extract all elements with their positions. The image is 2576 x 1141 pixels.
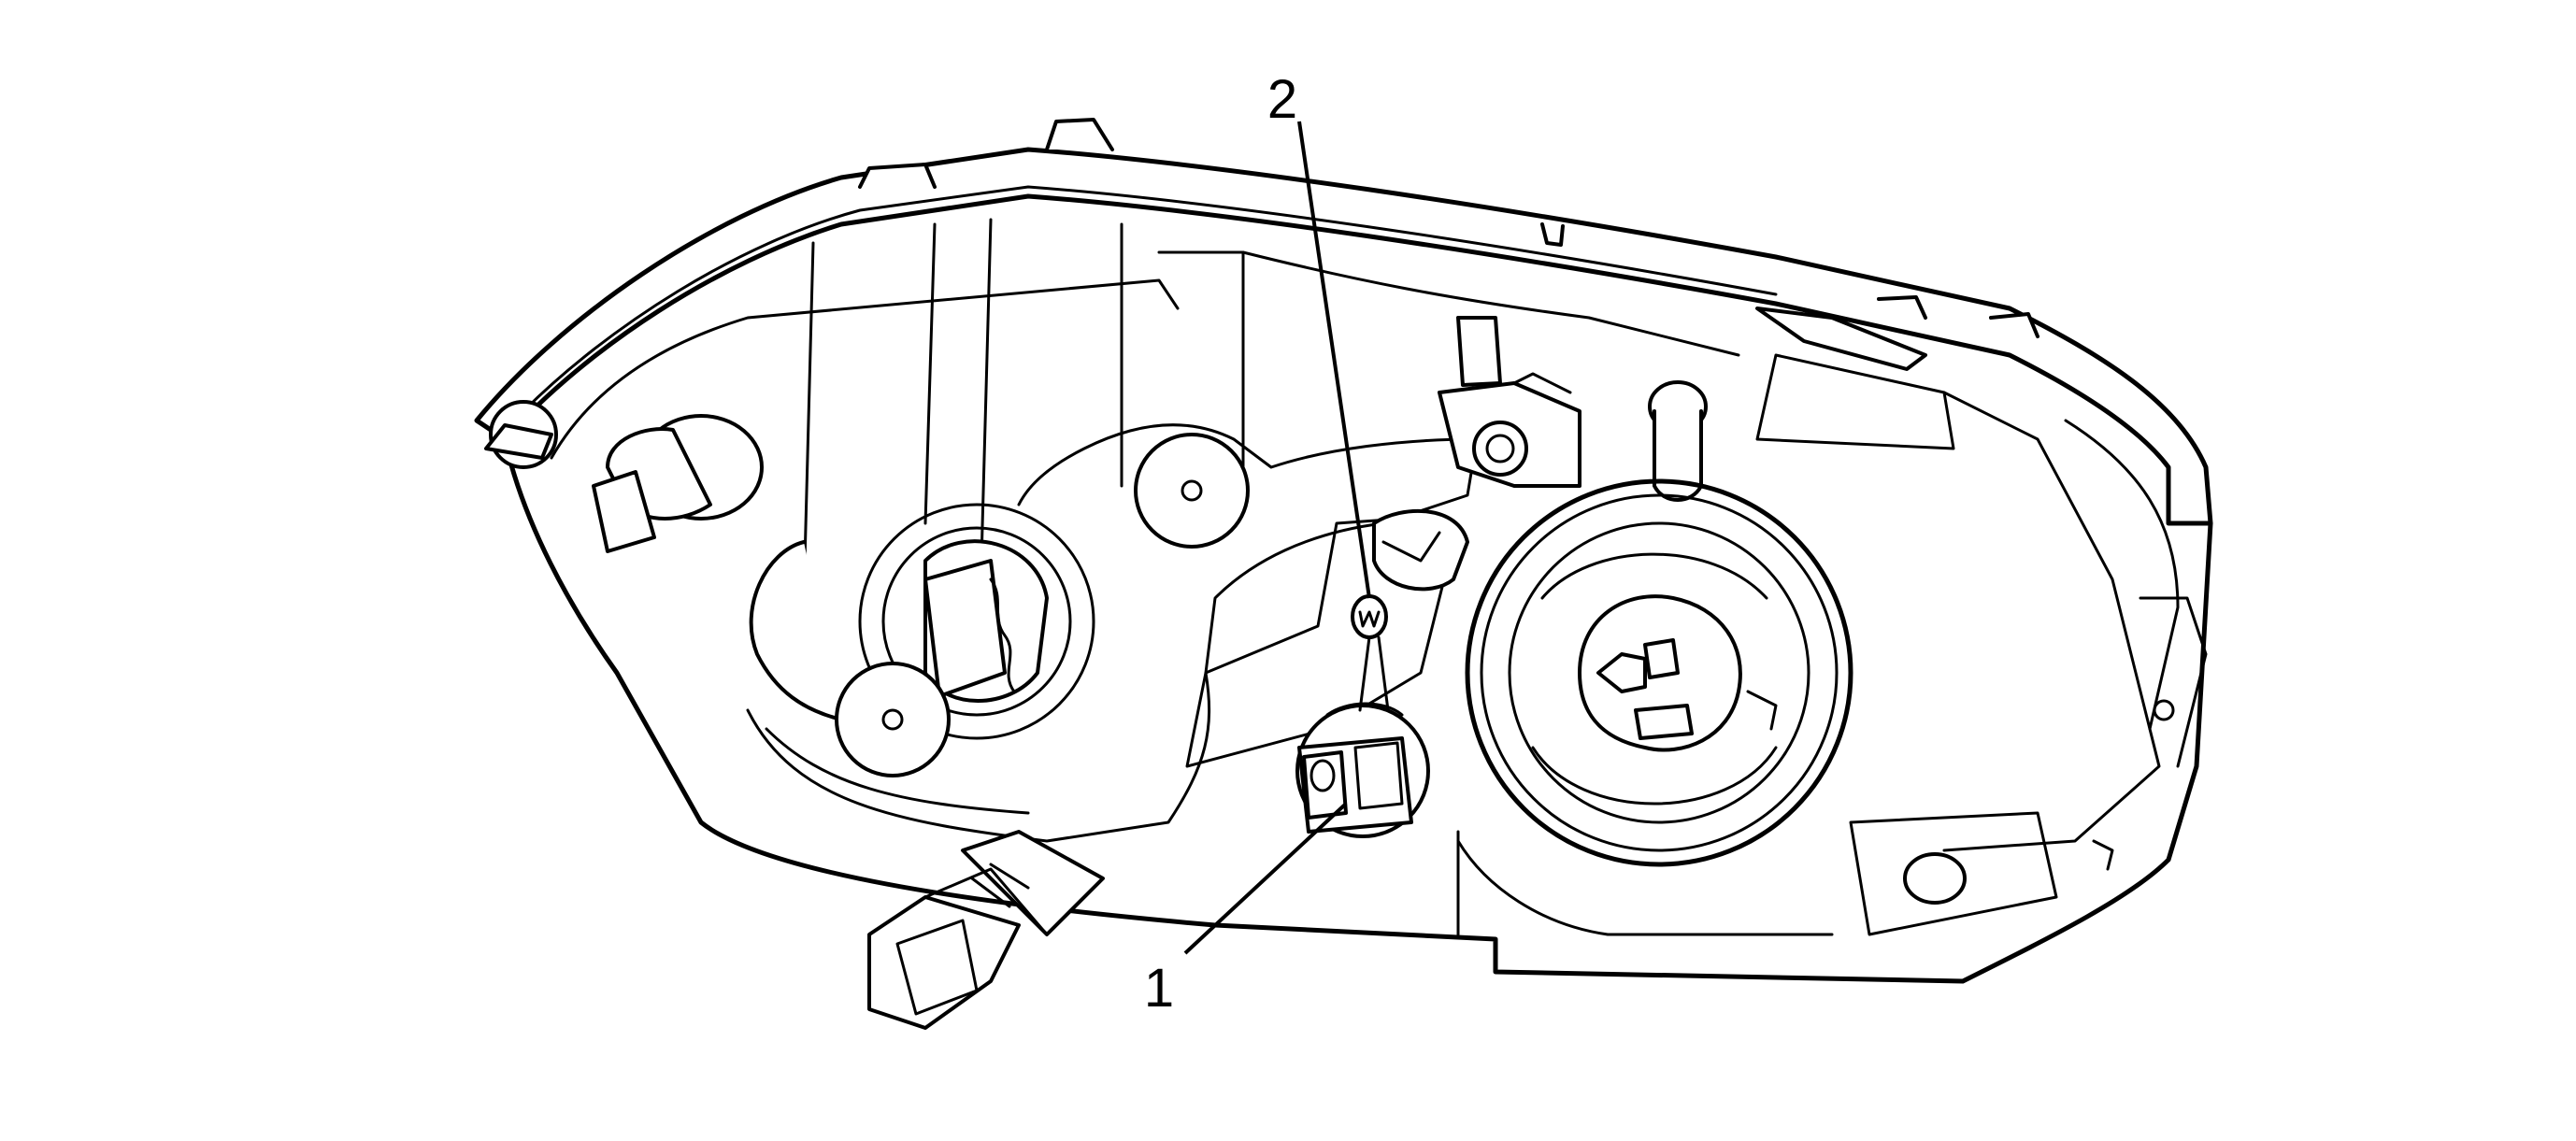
callout-label-2: 2 — [1267, 69, 1297, 130]
high-beam-socket — [1465, 478, 1853, 867]
callout-1-leader — [1183, 802, 1348, 955]
low-beam-socket — [749, 503, 1095, 740]
bulb-socket — [1295, 702, 1430, 838]
lower-mounting-boss — [1456, 811, 2058, 936]
turn-signal-bulb-area — [1185, 508, 1469, 768]
adjuster-boss-upper — [1134, 433, 1250, 549]
callout-2-leader — [1297, 121, 1371, 599]
vent-fitting — [1438, 316, 1581, 488]
adjuster-boss-lower — [835, 662, 951, 777]
housing-top-tabs — [858, 118, 2039, 371]
housing-right-edge — [2092, 596, 2208, 871]
vent-tube — [1648, 380, 1708, 502]
headlamp-housing — [474, 147, 2213, 984]
electrical-connector — [867, 830, 1105, 1030]
side-marker-bulb — [484, 400, 764, 553]
callout-label-1: 1 — [1144, 958, 1174, 1019]
small-bulb — [1351, 594, 1390, 712]
